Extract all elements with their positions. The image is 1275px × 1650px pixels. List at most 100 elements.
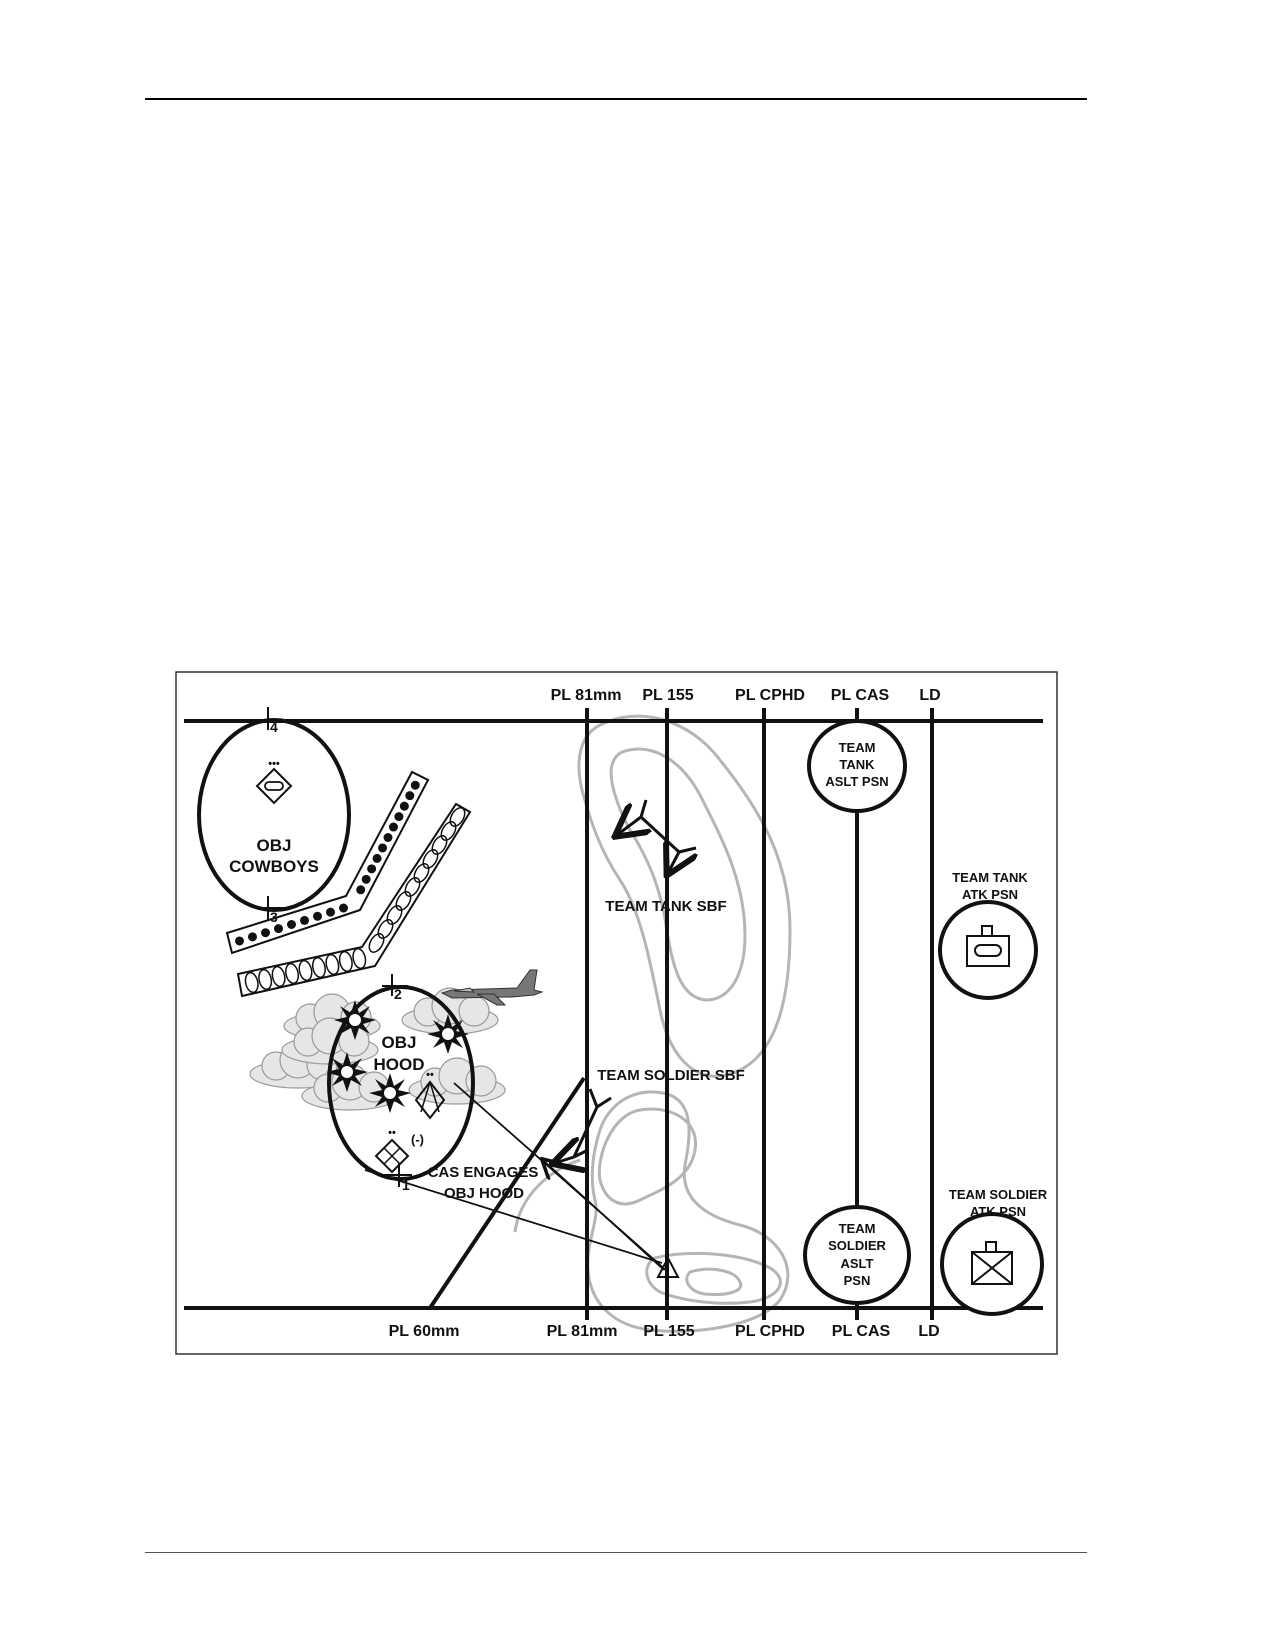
team-soldier-aslt-label-2: SOLDIER xyxy=(828,1238,886,1253)
plcas-bottom-label: PL CAS xyxy=(832,1323,891,1340)
mine-dot xyxy=(356,885,366,895)
mine-dot xyxy=(248,932,257,942)
wire-obstacle-belt-outer xyxy=(236,802,472,998)
cas-attack-line xyxy=(364,1169,663,1264)
team-tank-atk-label-1: TEAM TANK xyxy=(952,870,1028,885)
wire-loop xyxy=(431,835,448,855)
wire-loop xyxy=(395,891,412,911)
mine-dot xyxy=(326,907,335,917)
minefield-belt-inner xyxy=(225,770,430,955)
checkpoint-2-label: 2 xyxy=(394,986,402,1002)
mine-dot xyxy=(399,801,409,811)
team-tank-assault-position xyxy=(807,719,907,813)
wire-loop xyxy=(368,933,385,953)
objective-hood-label-1: OBJ xyxy=(382,1033,417,1052)
checkpoint-3-label: 3 xyxy=(270,909,278,925)
cas-engages-label-2: OBJ HOOD xyxy=(444,1185,524,1202)
checkpoint-4-icon xyxy=(262,707,284,730)
objective-cowboys-label-2: COWBOYS xyxy=(229,857,319,876)
wire-loop xyxy=(413,863,430,883)
checkpoint-4-label: 4 xyxy=(270,719,278,735)
wire-loop xyxy=(311,956,326,979)
wire-obstacle-loops xyxy=(244,807,466,994)
cas-engages-arrow xyxy=(543,1160,665,1271)
wire-loop xyxy=(449,807,466,827)
plcphd-top-label: PL CPHD xyxy=(735,687,805,704)
team-tank-attack-position xyxy=(938,900,1038,1000)
pl60-bottom-label: PL 60mm xyxy=(389,1323,460,1340)
phase-line-pl60 xyxy=(428,1076,586,1310)
pl155-top-label: PL 155 xyxy=(642,687,693,704)
cas-engages-label-1: CAS ENGAGES xyxy=(428,1164,539,1181)
team-tank-aslt-label-3: ASLT PSN xyxy=(825,774,888,789)
ld-bottom-label: LD xyxy=(918,1323,939,1340)
wire-loop xyxy=(258,968,273,991)
mine-dot xyxy=(394,812,404,822)
wire-loop xyxy=(285,962,300,985)
checkpoint-1-label: 1 xyxy=(402,1177,410,1193)
mine-dot xyxy=(339,903,348,913)
team-soldier-aslt-label-4: PSN xyxy=(844,1273,871,1288)
mine-dot xyxy=(361,874,371,884)
terrain-contours xyxy=(513,714,792,1333)
pl81-top-label: PL 81mm xyxy=(551,687,622,704)
wire-loop xyxy=(298,959,313,982)
svg-text:(-): (-) xyxy=(411,1132,424,1147)
bottom-rule xyxy=(145,1552,1087,1553)
enemy-infantry-section-icon: •• xyxy=(414,1069,446,1120)
mine-dot xyxy=(235,936,244,946)
wire-loop xyxy=(325,953,340,976)
phase-lines xyxy=(428,708,934,1320)
mine-dot xyxy=(261,928,270,938)
team-tank-sbf-symbol xyxy=(617,799,696,873)
wire-loop xyxy=(244,971,259,994)
mine-dot xyxy=(300,915,309,925)
team-tank-aslt-label-1: TEAM xyxy=(839,740,876,755)
wire-loop xyxy=(404,877,421,897)
wire-loop xyxy=(422,849,439,869)
plcas-top-label: PL CAS xyxy=(831,687,890,704)
wire-loop xyxy=(377,919,394,939)
team-soldier-aslt-label-3: ASLT xyxy=(841,1256,874,1271)
pl155-bottom-label: PL 155 xyxy=(643,1323,694,1340)
checkpoint-1-icon xyxy=(384,1163,412,1187)
checkpoint-3-icon xyxy=(260,896,284,920)
team-tank-sbf-label: TEAM TANK SBF xyxy=(605,898,726,915)
wire-loop xyxy=(386,905,403,925)
aircraft-icon xyxy=(440,969,544,1006)
objective-cowboys-label-1: OBJ xyxy=(257,836,292,855)
team-soldier-sbf-symbol xyxy=(555,1088,612,1163)
team-soldier-sbf-label: TEAM SOLDIER SBF xyxy=(597,1067,745,1084)
team-tank-aslt-label-2: TANK xyxy=(839,757,875,772)
pl81-bottom-label: PL 81mm xyxy=(547,1323,618,1340)
mine-dot xyxy=(367,864,377,874)
mine-dot xyxy=(383,833,393,842)
minefield-dots xyxy=(235,780,420,946)
mine-dot xyxy=(378,843,388,853)
mine-dot xyxy=(388,822,398,832)
wire-loop xyxy=(440,821,457,841)
ld-top-label: LD xyxy=(919,687,940,704)
top-rule xyxy=(145,98,1087,100)
mechanized-infantry-unit-icon xyxy=(971,1241,1013,1285)
svg-text:••: •• xyxy=(426,1069,434,1081)
mine-dot xyxy=(405,791,415,801)
wire-loop xyxy=(352,947,367,970)
plcphd-bottom-label: PL CPHD xyxy=(735,1323,805,1340)
mine-dot xyxy=(410,780,420,790)
mine-dot xyxy=(372,853,382,863)
enemy-armor-platoon-icon: ••• xyxy=(255,758,293,805)
team-soldier-aslt-label-1: TEAM xyxy=(839,1221,876,1236)
mine-dot xyxy=(274,924,283,934)
observation-post-triangle-icon xyxy=(656,1255,680,1278)
armor-unit-icon xyxy=(966,925,1010,967)
wire-loop xyxy=(338,950,353,973)
objective-hood-label-2: HOOD xyxy=(374,1055,425,1074)
checkpoints xyxy=(260,707,412,1187)
mine-dot xyxy=(287,920,296,929)
team-tank-atk-label-2: ATK PSN xyxy=(962,887,1018,902)
enemy-reduced-unit-icon: •• (-) xyxy=(374,1127,424,1174)
cas-attack-lines xyxy=(364,1082,669,1273)
mine-dot xyxy=(313,911,322,921)
